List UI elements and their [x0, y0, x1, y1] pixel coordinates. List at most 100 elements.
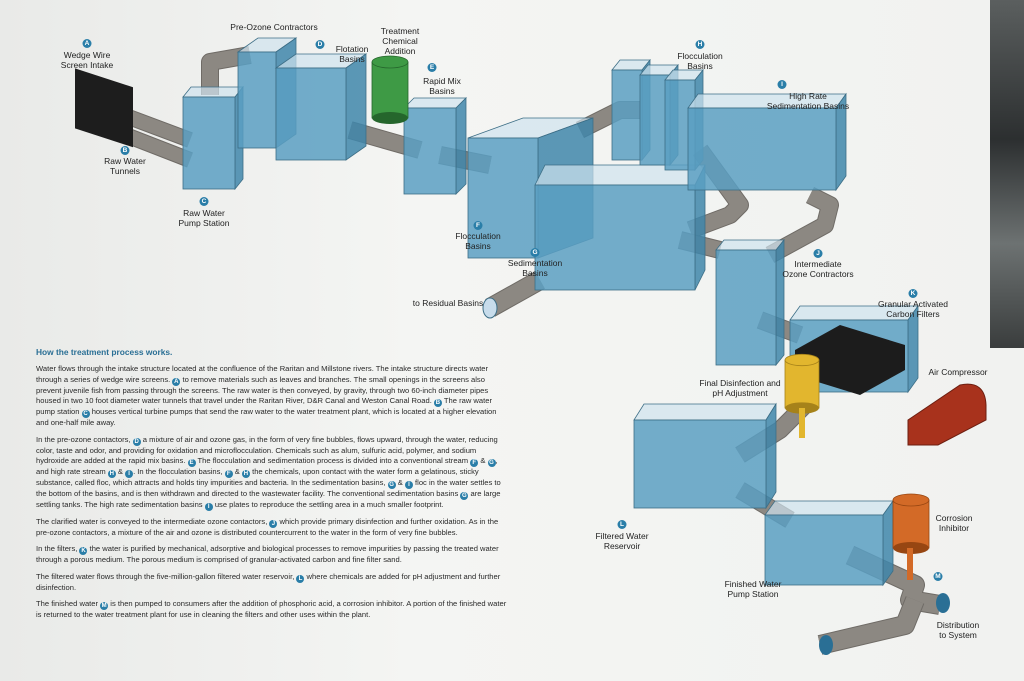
- label-granular-activated-carbon-filters: Granular Activated Carbon Filters: [878, 299, 948, 319]
- raw-water-pump-station-top: [182, 86, 244, 98]
- badge-h: H: [695, 40, 705, 49]
- inline-badge: E: [187, 459, 196, 468]
- flotation-basin: [275, 67, 347, 161]
- finished-water-pump-station-top: [764, 500, 894, 516]
- air-compressor: [907, 383, 987, 446]
- inline-badge: H: [107, 470, 116, 479]
- label-sedimentation-basins: Sedimentation Basins: [507, 258, 563, 278]
- rapid-mix-basin: [403, 107, 457, 195]
- description-paragraph: The clarified water is conveyed to the i…: [36, 517, 511, 538]
- paragraph-text: The flocculation and sedimentation proce…: [195, 456, 471, 466]
- treatment-chemical-tank: [371, 61, 409, 119]
- inline-badge: G: [387, 481, 396, 490]
- label-flocculation-basins-f: Flocculation Basins: [455, 231, 501, 251]
- paragraph-text: &: [395, 478, 405, 488]
- highrate-to-ozone-pipe: [766, 187, 838, 263]
- badge-f: F: [473, 221, 483, 230]
- description-paragraph: In the pre-ozone contactors, D a mixture…: [36, 434, 511, 512]
- label-pre-ozone-contractors: Pre-Ozone Contractors: [230, 22, 318, 32]
- intermediate-ozone-contactor-top: [715, 239, 785, 251]
- badge-g: G: [530, 248, 540, 257]
- final-disinfection-tank: [784, 359, 820, 409]
- paragraph-text: The finished water: [36, 599, 101, 609]
- high-rate-sedimentation-basin: [687, 107, 837, 191]
- flocculation-basin-h1: [611, 69, 643, 161]
- label-wedge-wire-screen-intake: Wedge Wire Screen Intake: [60, 50, 114, 70]
- corrosion-inhibitor-feed: [907, 548, 913, 580]
- description-paragraph: Water flows through the intake structure…: [36, 364, 511, 428]
- inline-badge: G: [487, 459, 496, 468]
- paragraph-text: &: [478, 456, 488, 466]
- flocculation-basin-f: [467, 137, 539, 259]
- final-disinfection-tank-top: [784, 353, 820, 367]
- inline-badge: F: [224, 470, 233, 479]
- label-flocculation-basins-h: Flocculation Basins: [677, 51, 723, 71]
- finished-water-pump-station: [764, 514, 884, 586]
- label-raw-water-pump-station: Raw Water Pump Station: [178, 208, 230, 228]
- rapid-mix-basin-top: [403, 97, 467, 109]
- inline-badge: M: [100, 602, 109, 611]
- paragraph-text: In the pre-ozone contactors,: [36, 434, 133, 444]
- filtered-water-reservoir-side: [765, 402, 777, 510]
- inline-badge: F: [470, 459, 479, 468]
- flotation-basin-side: [345, 53, 367, 161]
- rapid-mix-basin-side: [455, 97, 467, 195]
- description-paragraph: The finished water M is then pumped to c…: [36, 599, 511, 620]
- label-corrosion-inhibitor: Corrosion Inhibitor: [935, 513, 973, 533]
- badge-j: J: [813, 249, 823, 258]
- inline-badge: D: [132, 437, 141, 446]
- inline-badge: L: [296, 574, 305, 583]
- paragraph-text: which provide primary disinfection and f…: [36, 517, 499, 538]
- inline-badge: K: [79, 547, 88, 556]
- paragraph-text: The filtered water flows through the fiv…: [36, 571, 297, 581]
- label-intermediate-ozone-contractors: Intermediate Ozone Contractors: [782, 259, 854, 279]
- process-description: How the treatment process works. Water f…: [36, 347, 511, 627]
- paragraph-text: where chemicals are added for pH adjustm…: [36, 571, 501, 592]
- inline-badge: H: [241, 470, 250, 479]
- treatment-chemical-tank-top: [371, 55, 409, 69]
- paragraph-text: , and high rate stream: [36, 456, 498, 477]
- intermediate-ozone-contactor: [715, 249, 777, 366]
- badge-b: B: [120, 146, 130, 155]
- inline-badge: B: [433, 399, 442, 408]
- label-distribution-to-system: Distribution to System: [936, 620, 980, 640]
- wedge-wire-screen: [75, 68, 133, 148]
- paragraph-text: a mixture of air and ozone gas, in the f…: [36, 434, 498, 466]
- paragraph-text: the chemicals, upon contact with the wat…: [36, 467, 479, 488]
- label-rapid-mix-basins: Rapid Mix Basins: [423, 76, 461, 96]
- corrosion-inhibitor-tank-top: [892, 493, 930, 507]
- description-paragraph: The filtered water flows through the fiv…: [36, 572, 511, 593]
- label-to-residual-basins: to Residual Basins: [412, 298, 484, 308]
- label-final-disinfection: Final Disinfection and pH Adjustment: [699, 378, 781, 398]
- inline-badge: G: [460, 492, 469, 501]
- paragraph-text: The clarified water is conveyed to the i…: [36, 517, 270, 527]
- badge-k: K: [908, 289, 918, 298]
- description-heading: How the treatment process works.: [36, 347, 173, 357]
- paragraph-text: &: [115, 467, 126, 477]
- inline-badge: A: [172, 377, 181, 386]
- label-air-compressor: Air Compressor: [928, 367, 988, 377]
- final-disinfection-feed: [799, 408, 805, 438]
- carbon-filter-media: [795, 325, 905, 395]
- description-paragraphs: Water flows through the intake structure…: [36, 364, 511, 620]
- label-treatment-chemical-addition: Treatment Chemical Addition: [380, 26, 420, 56]
- finished-water-pump-station-side: [882, 499, 894, 587]
- badge-l: L: [617, 520, 627, 529]
- inline-badge: I: [404, 481, 413, 490]
- return-outlet: [819, 635, 833, 655]
- paragraph-text: floc in the water settles to the bottom …: [36, 478, 501, 499]
- badge-e: E: [427, 63, 437, 72]
- paragraph-text: In the filters,: [36, 544, 80, 554]
- residual-outlet: [482, 297, 498, 319]
- badge-c: C: [199, 197, 209, 206]
- to-residual-pipe: [485, 272, 545, 316]
- inline-badge: C: [81, 410, 90, 419]
- paragraph-text: houses vertical turbine pumps that send …: [36, 407, 497, 428]
- pre-ozone-contactor: [237, 51, 277, 149]
- badge-m: M: [933, 572, 943, 581]
- inline-badge: I: [125, 470, 134, 479]
- filtered-water-reservoir: [633, 419, 767, 509]
- label-flotation-basins: Flotation Basins: [335, 44, 369, 64]
- description-paragraph: In the filters, K the water is purified …: [36, 544, 511, 565]
